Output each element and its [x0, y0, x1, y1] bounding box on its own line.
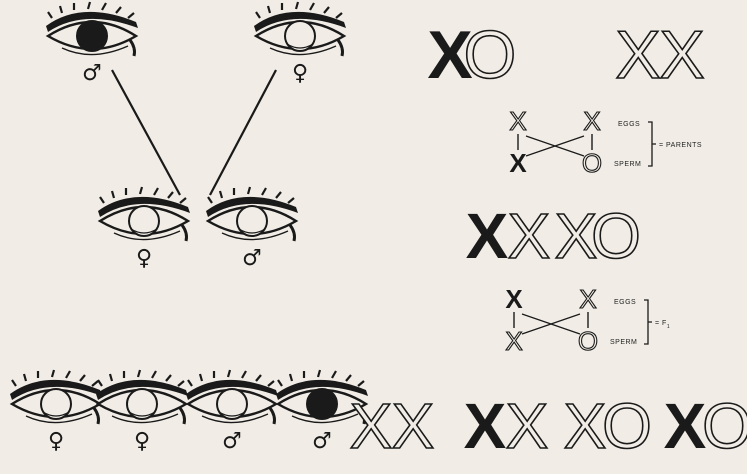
parents-cross-right-bottom: O [582, 148, 602, 178]
parents-cross-bracket-label: = PARENTS [659, 142, 702, 149]
f2-eye-male: ♂ [186, 370, 278, 454]
male-symbol-icon: ♂ [222, 429, 242, 454]
f1-cross-subscript: 1 [667, 324, 670, 330]
inheritance-line-right [210, 70, 276, 195]
parents-cross-left-top: X [509, 106, 526, 136]
parents-cross-right-top: X [583, 106, 600, 136]
f2-genotype-1-first: X [350, 390, 393, 462]
parents-cross-eggs-label: EGGS [618, 121, 640, 128]
f2-genotype-3-second: O [602, 390, 652, 462]
light-iris-icon [129, 206, 159, 236]
dark-iris-icon [77, 21, 107, 51]
f1-female-genotype-second: X [508, 200, 551, 272]
light-iris-icon [237, 206, 267, 236]
f1-cross-left-top: X [505, 284, 523, 314]
female-symbol-icon: ♀ [136, 246, 152, 271]
f1-cross-sperm-label: SPERM [610, 339, 637, 346]
light-iris-icon [127, 389, 157, 419]
f2-eye-female: ♀ [10, 370, 102, 454]
f2-genotype-4-second: O [702, 390, 747, 462]
male-symbol-icon: ♂ [82, 61, 102, 86]
f2-genotype-3-first: X [564, 390, 607, 462]
parent-male-genotype-second: O [464, 17, 517, 93]
dark-iris-icon [307, 389, 337, 419]
parent-female-genotype-first: X [615, 17, 660, 93]
inheritance-line-left [112, 70, 180, 195]
parent-female-genotype-second: X [659, 17, 704, 93]
f1-cross-brace [644, 300, 652, 344]
f2-genotype-2-first: X [464, 390, 507, 462]
parents-cross-sperm-label: SPERM [614, 161, 641, 168]
light-iris-icon [217, 389, 247, 419]
f2-genotype-1-second: X [392, 390, 435, 462]
parents-cross-left-bottom: X [509, 148, 527, 178]
female-symbol-icon: ♀ [134, 429, 150, 454]
f2-genotype-4-first: X [664, 390, 707, 462]
female-symbol-icon: ♀ [48, 429, 64, 454]
parent-eye-male: ♂ [46, 2, 138, 86]
f1-eye-male: ♂ [206, 187, 298, 271]
f1-cross-eggs-label: EGGS [614, 299, 636, 306]
parents-cross-brace [648, 122, 656, 166]
f1-male-genotype-second: O [591, 200, 641, 272]
f1-cross-bracket-label: = F1 [655, 320, 670, 330]
f2-genotype-2-second: X [506, 390, 549, 462]
parent-eye-female: ♀ [254, 2, 346, 86]
f1-cross-right-top: X [579, 284, 596, 314]
f1-female-genotype-first: X [466, 200, 509, 272]
f2-eye-female: ♀ [96, 370, 188, 454]
f1-eye-female: ♀ [98, 187, 190, 271]
light-iris-icon [41, 389, 71, 419]
f1-cross-left-bottom: X [505, 326, 522, 356]
male-symbol-icon: ♂ [242, 246, 262, 271]
male-symbol-icon: ♂ [312, 429, 332, 454]
female-symbol-icon: ♀ [292, 61, 308, 86]
light-iris-icon [285, 21, 315, 51]
f1-cross-right-bottom: O [578, 326, 598, 356]
